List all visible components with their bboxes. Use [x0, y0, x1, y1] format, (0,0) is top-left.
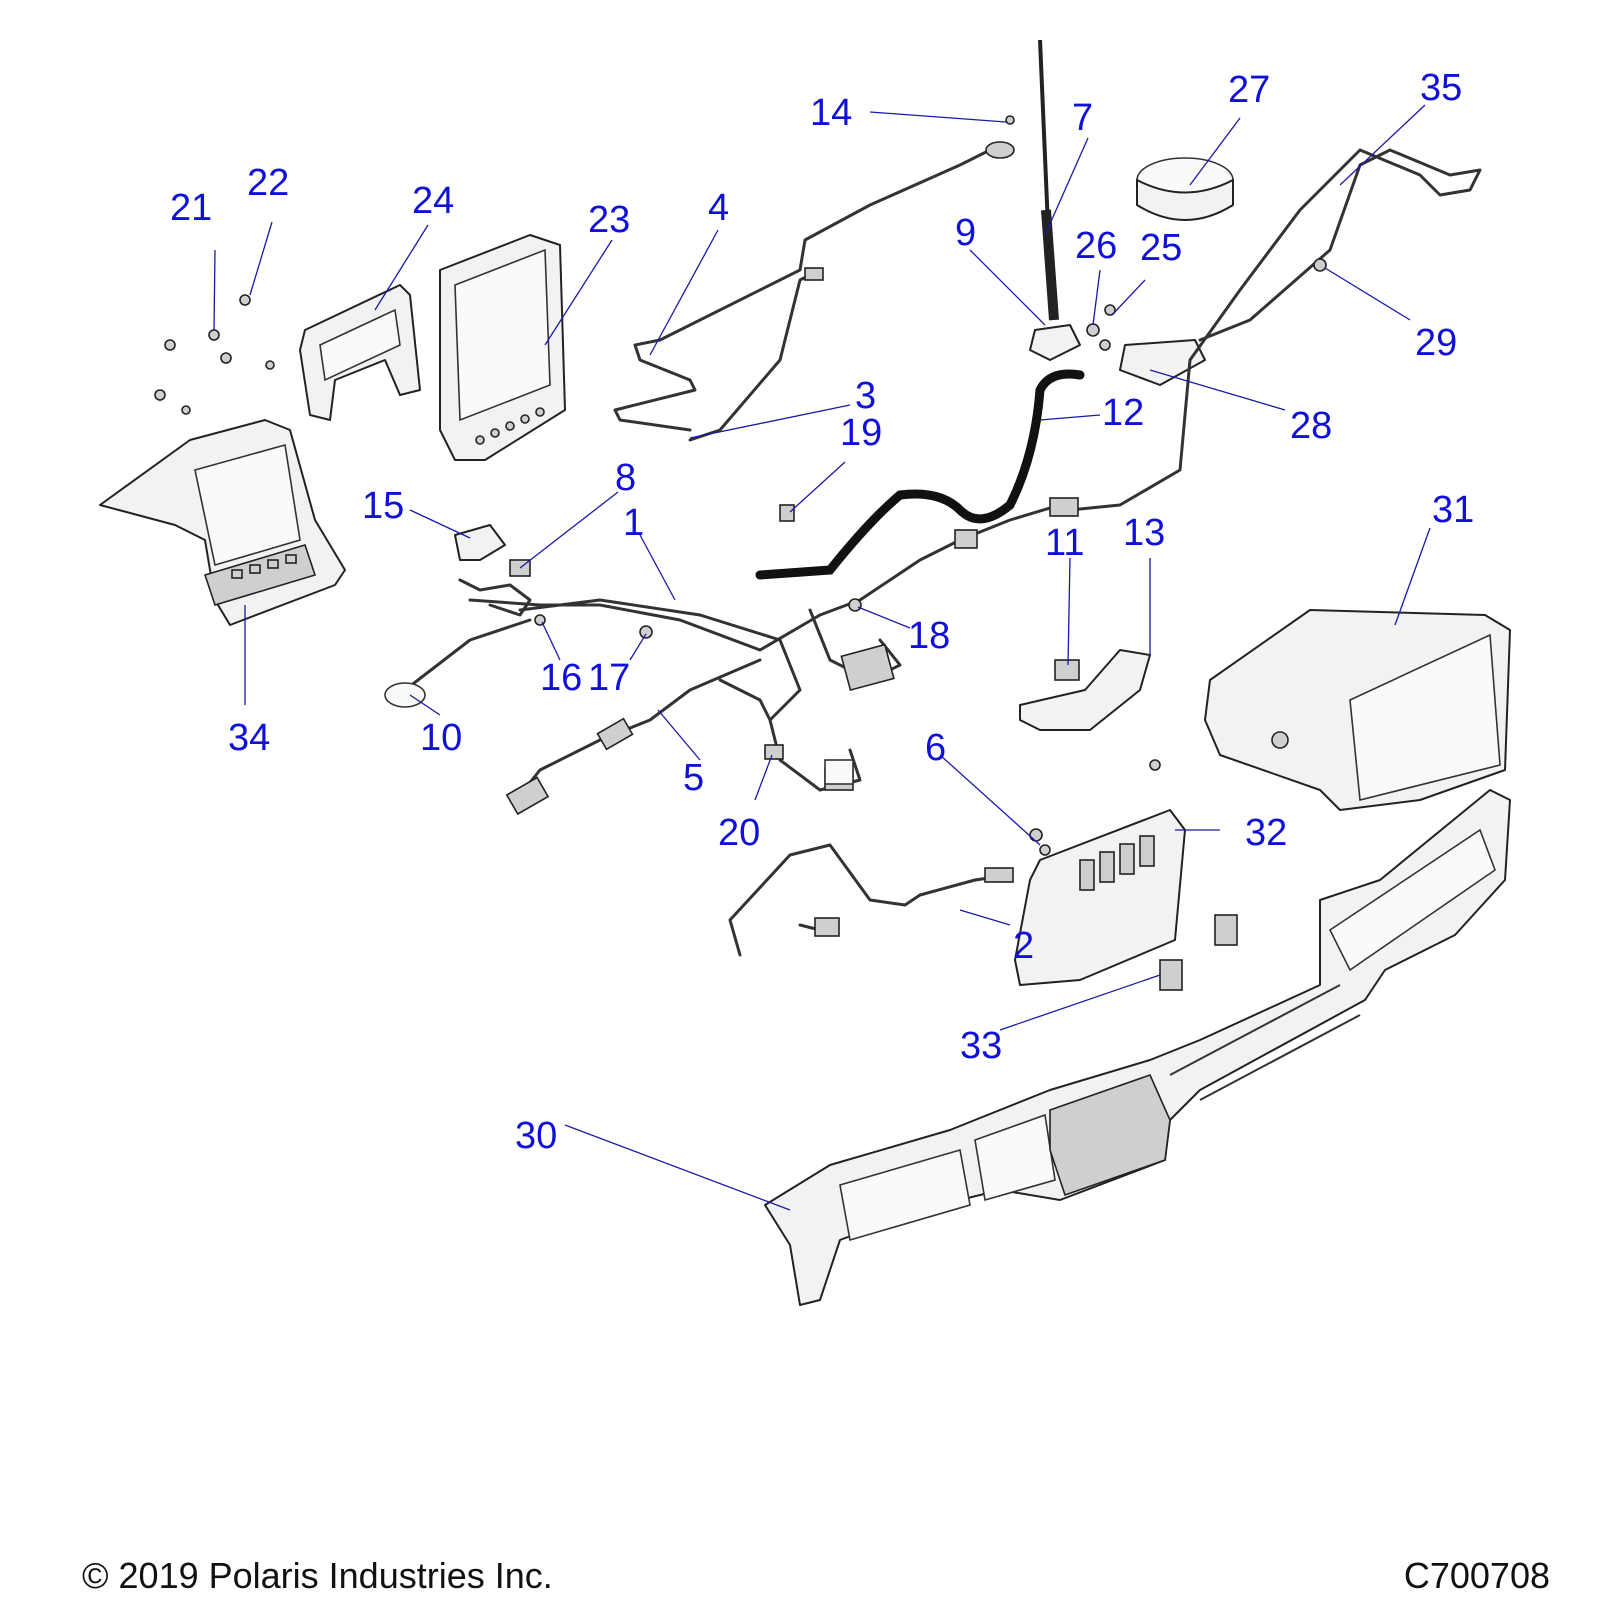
part-2-cable — [728, 843, 1014, 957]
part-24-display-bracket — [299, 284, 421, 421]
callout-19: 19 — [840, 412, 882, 454]
callout-18: 18 — [908, 615, 950, 657]
callout-16: 16 — [540, 657, 582, 699]
part-34-dash-bezel — [99, 419, 346, 626]
callout-4: 4 — [708, 187, 729, 229]
switch-panel-slots — [1079, 835, 1155, 891]
callout-5: 5 — [683, 757, 704, 799]
part-20-small-connector — [764, 744, 854, 785]
part-13-bracket — [1019, 649, 1151, 731]
part-32-switch-panel — [1014, 759, 1186, 986]
callout-7: 7 — [1072, 97, 1093, 139]
part-35-long-cable — [1068, 148, 1482, 512]
callout-12: 12 — [1102, 392, 1144, 434]
callout-26: 26 — [1075, 225, 1117, 267]
copyright-notice: © 2019 Polaris Industries Inc. — [82, 1555, 553, 1596]
part-27-dome-cover — [1136, 157, 1234, 221]
part-11-switch — [1054, 659, 1080, 681]
callout-3: 3 — [855, 375, 876, 417]
display-buttons — [475, 407, 545, 445]
callout-30: 30 — [515, 1115, 557, 1157]
misc-hardware — [534, 115, 1327, 856]
part-5-sub-harness — [505, 658, 762, 816]
callout-28: 28 — [1290, 405, 1332, 447]
callout-31: 31 — [1432, 489, 1474, 531]
callout-14: 14 — [810, 92, 852, 134]
callout-25: 25 — [1140, 227, 1182, 269]
callout-20: 20 — [718, 812, 760, 854]
callout-32: 32 — [1245, 812, 1287, 854]
part-28-antenna-housing — [1119, 339, 1206, 386]
callout-29: 29 — [1415, 322, 1457, 364]
callout-10: 10 — [420, 717, 462, 759]
callout-labels: 21 22 24 23 4 14 7 9 26 25 27 35 29 28 3… — [170, 67, 1474, 1157]
callout-6: 6 — [925, 727, 946, 769]
part-10-disc — [384, 618, 532, 708]
part-9-antenna-base — [1029, 324, 1081, 361]
callout-24: 24 — [412, 180, 454, 222]
part-33-clips — [1159, 914, 1238, 991]
part-19-clip — [779, 504, 795, 522]
part-30-dash-frame — [764, 789, 1511, 1306]
part-12-ground-strap — [755, 369, 1085, 580]
callout-1: 1 — [623, 502, 644, 544]
part-23-display-unit — [439, 234, 566, 461]
callout-8: 8 — [615, 457, 636, 499]
callout-22: 22 — [247, 162, 289, 204]
part-15-connector-bracket — [454, 524, 506, 561]
callout-13: 13 — [1123, 512, 1165, 554]
part-4-antenna-cable — [613, 141, 1015, 432]
callout-9: 9 — [955, 212, 976, 254]
part-31-glovebox-bin — [1204, 609, 1511, 811]
part-7-antenna-mast — [1038, 39, 1059, 321]
callout-27: 27 — [1228, 69, 1270, 111]
callout-23: 23 — [588, 199, 630, 241]
part-8-connector — [458, 559, 532, 617]
bezel-switch-row — [231, 554, 297, 579]
callout-11: 11 — [1045, 522, 1084, 564]
callout-2: 2 — [1013, 925, 1034, 967]
callout-17: 17 — [588, 657, 630, 699]
callout-35: 35 — [1420, 67, 1462, 109]
part-21-22-screws — [154, 294, 275, 415]
callout-34: 34 — [228, 717, 270, 759]
callout-33: 33 — [960, 1025, 1002, 1067]
leader-lines — [213, 104, 1431, 1211]
callout-21: 21 — [170, 187, 212, 229]
callout-15: 15 — [362, 485, 404, 527]
diagram-code: C700708 — [1403, 1555, 1550, 1596]
